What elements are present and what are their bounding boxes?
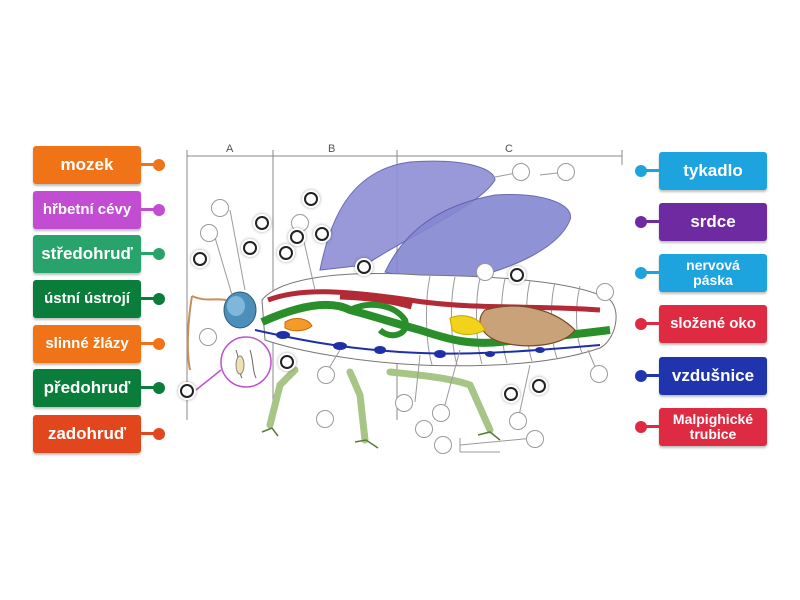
empty-slot bbox=[291, 214, 309, 232]
label-connector bbox=[141, 252, 155, 255]
drop-target-icon[interactable] bbox=[279, 246, 293, 260]
drop-target-icon[interactable] bbox=[180, 384, 194, 398]
label-handle[interactable] bbox=[153, 204, 165, 216]
drop-target-icon[interactable] bbox=[357, 260, 371, 274]
label-handle[interactable] bbox=[635, 267, 647, 279]
label-text: zadohruď bbox=[47, 424, 127, 444]
label-zadohrud[interactable]: zadohruď bbox=[33, 415, 141, 453]
empty-slot bbox=[596, 283, 614, 301]
empty-slot bbox=[432, 404, 450, 422]
label-handle[interactable] bbox=[635, 165, 647, 177]
empty-slot bbox=[526, 430, 544, 448]
empty-slot bbox=[512, 163, 530, 181]
drop-target-icon[interactable] bbox=[510, 268, 524, 282]
label-slozene-oko[interactable]: složené oko bbox=[659, 305, 767, 343]
label-connector bbox=[141, 163, 155, 166]
drop-target-icon[interactable] bbox=[290, 230, 304, 244]
empty-slot bbox=[557, 163, 575, 181]
empty-slot bbox=[590, 365, 608, 383]
label-text: Malpighické trubice bbox=[672, 411, 754, 442]
drop-target-icon[interactable] bbox=[304, 192, 318, 206]
label-connector bbox=[645, 322, 659, 325]
empty-slot bbox=[509, 412, 527, 430]
drop-target-icon[interactable] bbox=[193, 252, 207, 266]
label-connector bbox=[645, 169, 659, 172]
label-text: vzdušnice bbox=[671, 366, 755, 386]
empty-slot bbox=[415, 420, 433, 438]
empty-slot bbox=[200, 224, 218, 242]
drop-target-icon[interactable] bbox=[243, 241, 257, 255]
label-connector bbox=[645, 271, 659, 274]
label-text: slinné žlázy bbox=[45, 335, 129, 353]
label-handle[interactable] bbox=[153, 293, 165, 305]
segment-label-c: C bbox=[505, 143, 513, 155]
label-handle[interactable] bbox=[153, 338, 165, 350]
empty-slot bbox=[199, 328, 217, 346]
label-mozek[interactable]: mozek bbox=[33, 146, 141, 184]
label-handle[interactable] bbox=[153, 382, 165, 394]
label-ustni-ustroji[interactable]: ústní ústrojí bbox=[33, 280, 141, 318]
label-text: nervová páska bbox=[686, 257, 740, 288]
label-handle[interactable] bbox=[153, 428, 165, 440]
label-tykadlo[interactable]: tykadlo bbox=[659, 152, 767, 190]
label-handle[interactable] bbox=[635, 421, 647, 433]
label-text: ústní ústrojí bbox=[44, 290, 130, 308]
empty-slot bbox=[434, 436, 452, 454]
drop-target-icon[interactable] bbox=[315, 227, 329, 241]
empty-slot bbox=[395, 394, 413, 412]
label-stredohrud[interactable]: středohruď bbox=[33, 235, 141, 273]
empty-slot bbox=[476, 263, 494, 281]
label-connector bbox=[645, 425, 659, 428]
empty-slot bbox=[211, 199, 229, 217]
label-text: složené oko bbox=[670, 315, 756, 333]
segment-label-b: B bbox=[328, 143, 336, 155]
label-handle[interactable] bbox=[153, 159, 165, 171]
drop-target-icon[interactable] bbox=[255, 216, 269, 230]
segment-label-a: A bbox=[226, 143, 234, 155]
label-text: mozek bbox=[60, 155, 114, 175]
empty-slot bbox=[316, 410, 334, 428]
label-connector bbox=[141, 432, 155, 435]
label-connector bbox=[141, 386, 155, 389]
empty-slot bbox=[317, 366, 335, 384]
label-text: tykadlo bbox=[683, 161, 743, 181]
label-connector bbox=[645, 220, 659, 223]
label-handle[interactable] bbox=[635, 318, 647, 330]
label-nervova-paska[interactable]: nervová páska bbox=[659, 254, 767, 292]
label-text: předohruď bbox=[43, 378, 131, 398]
label-handle[interactable] bbox=[153, 248, 165, 260]
label-connector bbox=[141, 208, 155, 211]
label-slinne-zlazy[interactable]: slinné žlázy bbox=[33, 325, 141, 363]
label-text: srdce bbox=[690, 212, 736, 232]
drop-target-icon[interactable] bbox=[280, 355, 294, 369]
label-text: hřbetní cévy bbox=[42, 201, 132, 219]
label-predohrud[interactable]: předohruď bbox=[33, 369, 141, 407]
label-text: středohruď bbox=[41, 244, 133, 264]
label-hrbetni-cevy[interactable]: hřbetní cévy bbox=[33, 191, 141, 229]
label-connector bbox=[645, 374, 659, 377]
label-handle[interactable] bbox=[635, 370, 647, 382]
drop-target-icon[interactable] bbox=[532, 379, 546, 393]
label-handle[interactable] bbox=[635, 216, 647, 228]
drop-target-icon[interactable] bbox=[504, 387, 518, 401]
label-vzdusnice[interactable]: vzdušnice bbox=[659, 357, 767, 395]
label-connector bbox=[141, 297, 155, 300]
label-malpighicke-trubice[interactable]: Malpighické trubice bbox=[659, 408, 767, 446]
label-connector bbox=[141, 342, 155, 345]
label-srdce[interactable]: srdce bbox=[659, 203, 767, 241]
